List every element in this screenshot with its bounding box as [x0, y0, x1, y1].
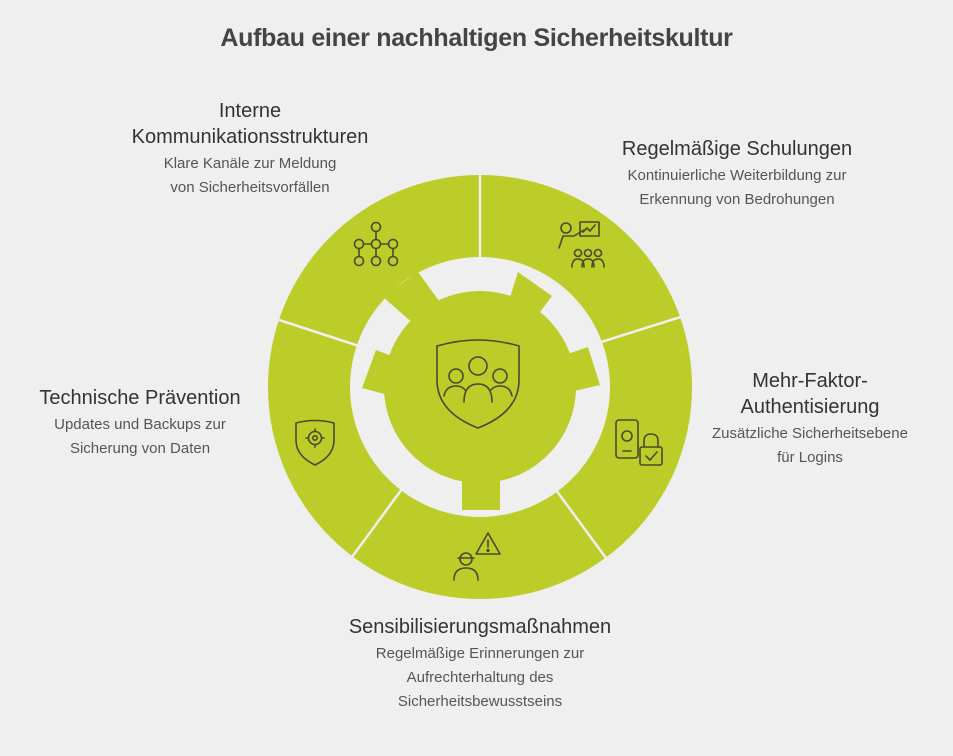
desc-mfa-line2: für Logins: [777, 449, 843, 466]
label-training: Regelmäßige Schulungen Kontinuierliche W…: [587, 136, 887, 212]
gear-shield-icon: [295, 419, 335, 466]
team-shield-icon: [436, 339, 520, 429]
presentation-training-icon: [558, 221, 605, 268]
network-nodes-icon: [353, 221, 399, 267]
heading-communication-line2: Kommunikationsstrukturen: [131, 126, 369, 148]
desc-technical-line2: Sicherung von Daten: [69, 440, 211, 457]
label-technical: Technische Prävention Updates und Backup…: [20, 385, 260, 461]
diagram-title: Aufbau einer nachhaltigen Sicherheitskul…: [220, 24, 733, 52]
label-communication: Interne Kommunikationsstrukturen Klare K…: [110, 98, 390, 200]
heading-mfa-line2: Authentisierung: [740, 396, 880, 418]
desc-mfa-line1: Zusätzliche Sicherheitsebene: [712, 425, 908, 442]
center-disc: [384, 291, 576, 483]
desc-training-line2: Erkennung von Bedrohungen: [639, 191, 835, 208]
desc-communication-line1: Klare Kanäle zur Meldung: [163, 155, 337, 172]
desc-training-line1: Kontinuierliche Weiterbildung zur: [627, 167, 847, 184]
desc-communication-line2: von Sicherheitsvorfällen: [170, 179, 330, 196]
heading-training: Regelmäßige Schulungen: [621, 138, 853, 160]
desc-awareness-line3: Sicherheitsbewusstseins: [397, 693, 563, 710]
desc-technical-line1: Updates und Backups zur: [54, 416, 226, 433]
heading-communication-line1: Interne: [218, 100, 282, 122]
person-warning-icon: [453, 532, 501, 581]
label-awareness: Sensibilisierungsmaßnahmen Regelmäßige E…: [320, 614, 640, 714]
device-lock-icon: [615, 419, 663, 466]
heading-mfa-line1: Mehr-Faktor-: [752, 370, 868, 392]
segment-dividers: [272, 175, 688, 559]
desc-awareness-line1: Regelmäßige Erinnerungen zur: [375, 645, 585, 662]
heading-technical: Technische Prävention: [39, 387, 241, 409]
desc-awareness-line2: Aufrechterhaltung des: [406, 669, 554, 686]
label-mfa: Mehr-Faktor- Authentisierung Zusätzliche…: [690, 368, 930, 470]
heading-awareness: Sensibilisierungsmaßnahmen: [348, 616, 612, 638]
